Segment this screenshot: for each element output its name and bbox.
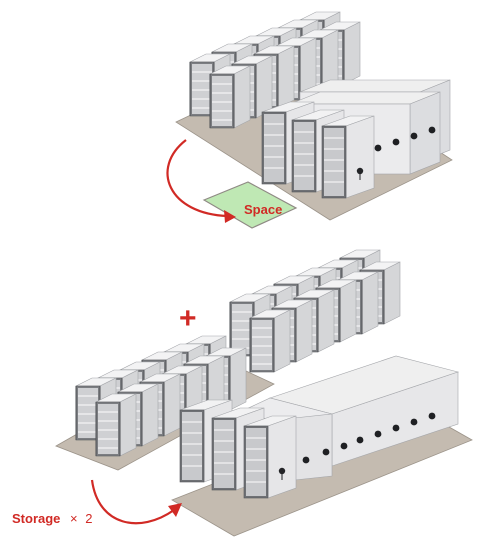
bottom-static-shelving-back (229, 249, 401, 373)
storage-word: Storage (12, 511, 60, 526)
bottom-curved-arrow (90, 479, 175, 525)
bottom-mobile-shelving (179, 355, 460, 499)
top-mobile-shelving (261, 79, 451, 199)
freed-space-area (202, 181, 298, 229)
bottom-arrow-head (168, 503, 182, 517)
top-curved-arrow (166, 139, 229, 218)
space-label: Space (244, 202, 282, 217)
multiplier-value: 2 (85, 511, 92, 526)
times-sign: × (70, 511, 78, 526)
top-arrow-head (224, 210, 236, 223)
top-scene: Space (166, 11, 453, 229)
plus-sign: + (179, 302, 197, 335)
bottom-scene: Storage × 2 (12, 249, 473, 537)
storage-label: Storage × 2 (12, 511, 92, 526)
